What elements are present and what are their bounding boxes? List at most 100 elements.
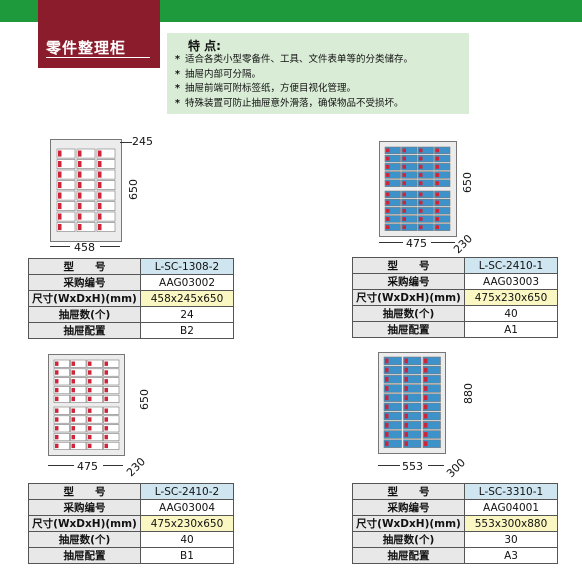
size-value: 553x300x880 xyxy=(464,515,558,532)
drawer xyxy=(70,368,87,377)
drawer xyxy=(435,181,439,186)
drawer xyxy=(435,217,439,221)
drawer xyxy=(53,441,70,450)
drawer xyxy=(384,171,401,179)
drawer xyxy=(56,169,76,180)
drawer xyxy=(98,150,102,157)
drawer xyxy=(403,365,422,375)
drawer xyxy=(402,173,406,177)
title-block xyxy=(38,0,160,68)
drawer xyxy=(88,361,92,366)
feature-item: *抽屉前端可附标签纸，方便目视化管理。 xyxy=(175,82,413,97)
drawer xyxy=(71,387,75,393)
drawer xyxy=(386,173,390,177)
drawer xyxy=(385,413,389,419)
drawer xyxy=(78,213,82,220)
drawer xyxy=(86,415,103,424)
drawer xyxy=(76,201,96,211)
drawer xyxy=(88,434,92,440)
drawer xyxy=(70,441,87,450)
width-dimension: 475 xyxy=(406,237,427,250)
size-value: 458x245x650 xyxy=(140,290,234,307)
size-value: 475x230x650 xyxy=(140,515,234,532)
drawer xyxy=(383,402,402,412)
drawer xyxy=(384,223,401,231)
drawer xyxy=(403,439,422,448)
drawer xyxy=(435,192,439,197)
drawer xyxy=(435,200,439,205)
drawer xyxy=(386,148,390,153)
drawer xyxy=(403,375,422,384)
drawer xyxy=(419,225,423,230)
drawer xyxy=(384,146,401,155)
features-panel xyxy=(167,33,469,114)
drawer xyxy=(58,150,62,157)
dimension-line xyxy=(50,246,70,247)
drawer xyxy=(55,408,59,413)
features-heading: 特 点: xyxy=(188,39,221,53)
drawer xyxy=(402,156,406,161)
drawer xyxy=(422,375,441,384)
cabinet-image xyxy=(50,139,122,242)
drawer xyxy=(55,426,59,431)
drawer xyxy=(70,415,87,424)
bullet-star: * xyxy=(175,54,180,65)
drawer xyxy=(419,181,423,186)
drawer xyxy=(96,148,116,159)
drawer xyxy=(401,146,418,155)
drawer xyxy=(383,375,402,384)
drawer xyxy=(424,367,428,373)
dimension-line xyxy=(379,242,403,243)
dimension-line xyxy=(48,465,74,466)
drawer xyxy=(78,203,82,210)
drawer xyxy=(88,443,92,449)
drawer xyxy=(386,217,390,221)
drawer-count: 40 xyxy=(140,531,234,548)
drawer xyxy=(96,222,116,232)
drawer xyxy=(385,422,389,428)
cabinet-image xyxy=(48,354,125,456)
drawer xyxy=(96,169,116,180)
drawer xyxy=(435,208,439,213)
drawer xyxy=(401,198,418,207)
drawer xyxy=(103,433,120,442)
drawer xyxy=(104,443,108,449)
drawer xyxy=(55,370,59,375)
drawer xyxy=(78,150,82,157)
drawer xyxy=(386,181,390,186)
drawer xyxy=(417,190,434,199)
drawer xyxy=(56,148,76,159)
drawer xyxy=(76,222,96,232)
drawer xyxy=(403,384,422,393)
drawer xyxy=(417,207,434,215)
table-row: 尺寸(WxDxH)(mm)475x230x650 xyxy=(28,515,234,532)
drawer xyxy=(435,156,439,161)
drawer xyxy=(417,223,434,231)
cabinet-drawers xyxy=(56,148,116,232)
drawer xyxy=(383,365,402,375)
drawer xyxy=(55,417,59,422)
drawer xyxy=(86,406,103,415)
features-list: *适合各类小型零备件、工具、文件表单等的分类储存。 *抽屉内部可分隔。 *抽屉前… xyxy=(175,53,413,111)
drawer xyxy=(103,368,120,377)
drawer xyxy=(56,159,76,169)
drawer xyxy=(404,386,408,391)
drawer xyxy=(419,148,423,153)
drawer xyxy=(70,386,87,395)
drawer xyxy=(404,404,408,410)
table-row: 尺寸(WxDxH)(mm)458x245x650 xyxy=(28,290,234,307)
drawer xyxy=(71,408,75,413)
drawer xyxy=(401,154,418,163)
drawer xyxy=(424,441,428,447)
drawer xyxy=(385,441,389,447)
drawer xyxy=(385,404,389,410)
drawer xyxy=(98,224,102,231)
drawer xyxy=(53,433,70,442)
title-underline xyxy=(46,57,150,58)
drawer xyxy=(422,365,441,375)
drawer xyxy=(70,394,87,403)
drawer xyxy=(383,411,402,421)
drawer-config: B2 xyxy=(140,322,234,339)
